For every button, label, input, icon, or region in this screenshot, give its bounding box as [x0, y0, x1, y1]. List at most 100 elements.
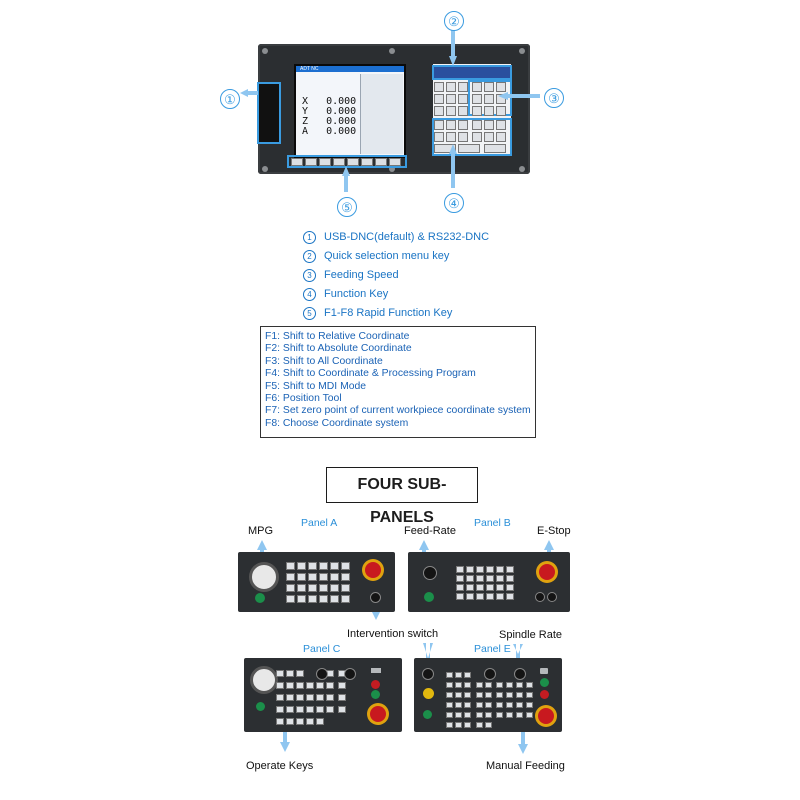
key[interactable] [472, 94, 482, 104]
green-button[interactable] [540, 678, 549, 687]
key[interactable] [472, 120, 482, 130]
key[interactable] [458, 94, 468, 104]
red-button[interactable] [540, 690, 549, 699]
screen-header-bar [296, 66, 404, 72]
keypad-keys [434, 82, 510, 154]
e-stop-callout: E-Stop [537, 525, 571, 537]
intervention-switch[interactable] [370, 592, 381, 603]
intervention-switch-callout: Intervention switch [347, 628, 439, 640]
cycle-start-button[interactable] [424, 592, 434, 602]
f8-description: F8: Choose Coordinate system [265, 417, 409, 429]
key-switch[interactable] [547, 592, 557, 602]
key[interactable] [446, 94, 456, 104]
panel-c [244, 658, 402, 732]
f2-key[interactable] [305, 158, 317, 166]
f1-f8-function-keys [287, 155, 407, 168]
key[interactable] [472, 106, 482, 116]
key[interactable] [458, 144, 480, 153]
key[interactable] [446, 132, 456, 142]
f3-key[interactable] [319, 158, 331, 166]
screw [389, 166, 395, 172]
f7-key[interactable] [375, 158, 387, 166]
spindle-rate-knob[interactable] [514, 668, 526, 680]
key[interactable] [472, 132, 482, 142]
yellow-button[interactable] [423, 688, 434, 699]
f5-key[interactable] [347, 158, 359, 166]
key[interactable] [458, 132, 468, 142]
key[interactable] [434, 82, 444, 92]
screen-header: ADT NC [300, 66, 319, 72]
f1-key[interactable] [291, 158, 303, 166]
key[interactable] [434, 144, 456, 153]
green-button[interactable] [371, 690, 380, 699]
e-stop-button[interactable] [365, 562, 381, 578]
f4-description: F4: Shift to Coordinate & Processing Pro… [265, 368, 476, 380]
callout-1: ① [220, 89, 240, 109]
f6-key[interactable] [361, 158, 373, 166]
axis-row-x: X 0.000 [302, 96, 357, 107]
key[interactable] [496, 120, 506, 130]
function-key-block [432, 118, 512, 156]
callout-3: ③ [544, 88, 564, 108]
cycle-start-button[interactable] [255, 593, 265, 603]
key[interactable] [484, 82, 494, 92]
operate-keys-callout: Operate Keys [246, 760, 314, 772]
key[interactable] [446, 82, 456, 92]
callout-5: ⑤ [337, 197, 357, 217]
manual-feeding-callout: Manual Feeding [486, 760, 565, 772]
panel-e [414, 658, 562, 732]
key-switch[interactable] [535, 592, 545, 602]
usb-dnc-slot [257, 82, 281, 144]
cycle-start-button[interactable] [256, 702, 265, 711]
rate-knob[interactable] [316, 668, 328, 680]
screw [262, 166, 268, 172]
cycle-start-button[interactable] [423, 710, 432, 719]
red-button[interactable] [371, 680, 380, 689]
key[interactable] [484, 94, 494, 104]
key[interactable] [434, 106, 444, 116]
key[interactable] [446, 120, 456, 130]
indicator [371, 668, 381, 673]
panel-e-label: Panel E [474, 643, 511, 655]
key[interactable] [434, 94, 444, 104]
f8-key[interactable] [389, 158, 401, 166]
key[interactable] [434, 132, 444, 142]
f5-description: F5: Shift to MDI Mode [265, 380, 367, 392]
feed-knob[interactable] [484, 668, 496, 680]
axis-row-y: Y 0.000 [302, 106, 357, 117]
key[interactable] [458, 120, 468, 130]
screw [389, 48, 395, 54]
callout-4: ④ [444, 193, 464, 213]
key[interactable] [484, 106, 494, 116]
key[interactable] [484, 144, 506, 153]
mpg-handwheel[interactable] [249, 562, 279, 592]
e-stop-button[interactable] [370, 706, 386, 722]
axis-row-z: Z 0.000 [302, 116, 357, 127]
panel-a-label: Panel A [301, 517, 338, 529]
key[interactable] [458, 106, 468, 116]
key[interactable] [472, 82, 482, 92]
e-stop-button[interactable] [539, 564, 555, 580]
key[interactable] [434, 120, 444, 130]
axis-row-a: A 0.000 [302, 126, 357, 137]
key[interactable] [484, 120, 494, 130]
key[interactable] [446, 106, 456, 116]
f3-description: F3: Shift to All Coordinate [265, 355, 383, 367]
callout-2: ② [444, 11, 464, 31]
key[interactable] [496, 132, 506, 142]
key[interactable] [496, 106, 506, 116]
rate-knob[interactable] [344, 668, 356, 680]
feed-rate-knob[interactable] [423, 566, 437, 580]
e-stop-button[interactable] [538, 708, 554, 724]
f4-key[interactable] [333, 158, 345, 166]
key[interactable] [496, 82, 506, 92]
feed-rate-knob[interactable] [422, 668, 434, 680]
key[interactable] [458, 82, 468, 92]
mpg-callout: MPG [248, 525, 274, 537]
key[interactable] [484, 132, 494, 142]
mpg-handwheel[interactable] [250, 666, 278, 694]
